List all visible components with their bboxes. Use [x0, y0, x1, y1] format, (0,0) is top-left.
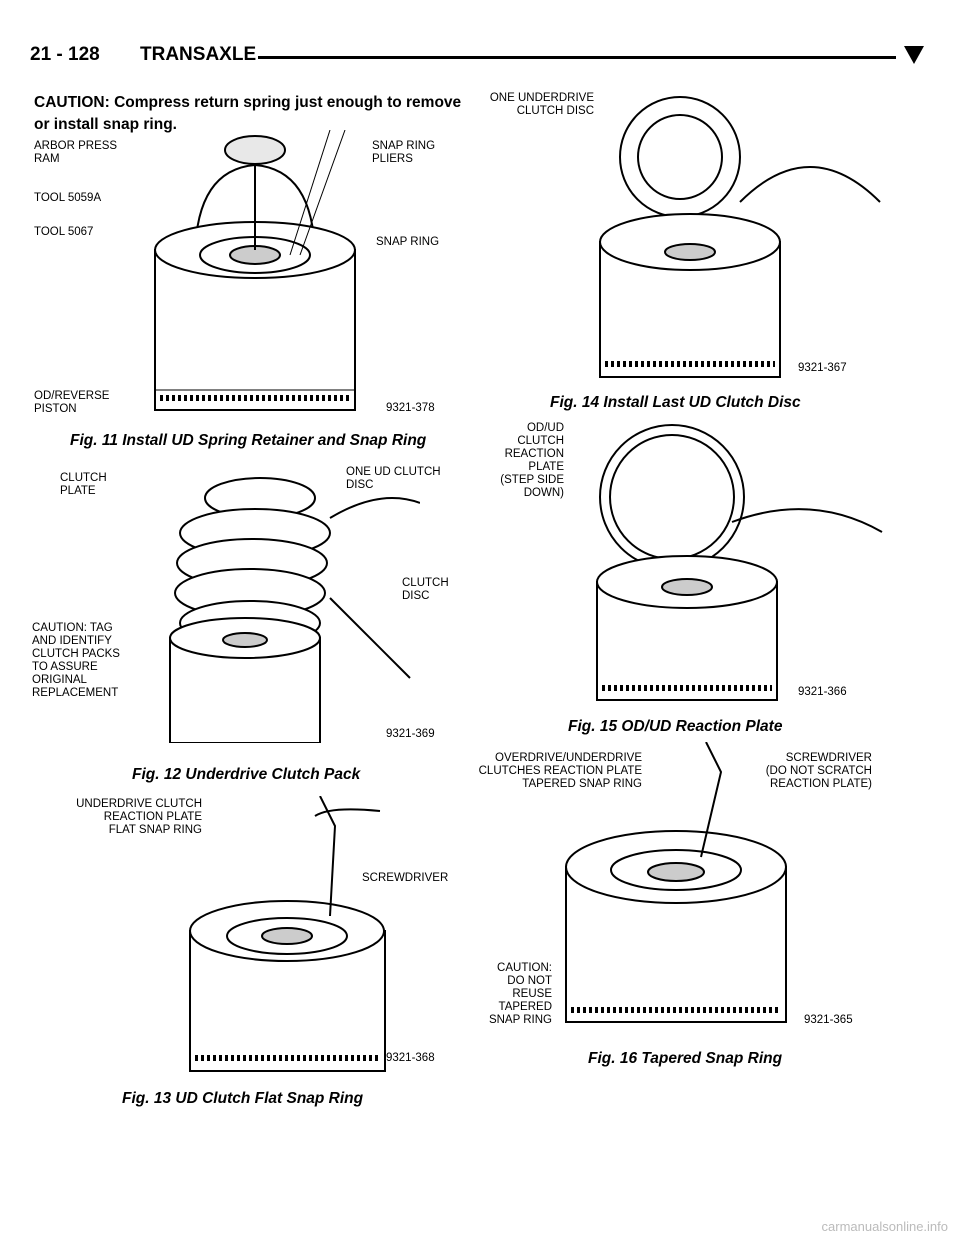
label-one-underdrive-disc: ONE UNDERDRIVE CLUTCH DISC: [489, 92, 594, 117]
label-od-ud-reaction-plate: OD/UD CLUTCH REACTION PLATE (STEP SIDE D…: [500, 422, 564, 499]
figure-12-caption: Fig. 12 Underdrive Clutch Pack: [132, 766, 361, 783]
figure-14-caption: Fig. 14 Install Last UD Clutch Disc: [550, 394, 801, 411]
label-arbor-ram: ARBOR PRESS RAM: [34, 140, 118, 165]
figure-code: 9321-365: [804, 1014, 853, 1026]
label-one-ud-clutch-disc: ONE UD CLUTCH DISC: [346, 466, 441, 491]
figure-code: 9321-366: [798, 686, 847, 698]
label-clutch-disc: CLUTCH DISC: [402, 577, 449, 602]
figure-16-caption: Fig. 16 Tapered Snap Ring: [588, 1050, 783, 1067]
page-number: 21 - 128: [30, 44, 100, 65]
section-title: TRANSAXLE: [140, 44, 257, 65]
figure-code: 9321-378: [386, 402, 435, 414]
figure-code: 9321-368: [386, 1052, 435, 1064]
label-snap-ring: SNAP RING: [376, 236, 440, 248]
label-flat-snap-ring: UNDERDRIVE CLUTCH REACTION PLATE FLAT SN…: [76, 798, 202, 836]
label-tapered-snap-ring: OVERDRIVE/UNDERDRIVE CLUTCHES REACTION P…: [478, 752, 642, 790]
figure-13-illustration: [180, 796, 400, 1078]
triangle-marker-icon: [904, 46, 924, 64]
label-screwdriver-no-scratch: SCREWDRIVER (DO NOT SCRATCH REACTION PLA…: [765, 752, 872, 790]
watermark: carmanualsonline.info: [821, 1219, 948, 1234]
figure-12-illustration: [160, 468, 420, 743]
caution-note: CAUTION: Compress return spring just eno…: [34, 94, 462, 133]
figure-13-caption: Fig. 13 UD Clutch Flat Snap Ring: [122, 1090, 364, 1107]
figure-15-illustration: [592, 422, 892, 702]
label-caution-reuse: CAUTION: DO NOT REUSE TAPERED SNAP RING: [488, 962, 552, 1026]
header-rule: [258, 56, 896, 59]
label-snap-ring-pliers: SNAP RING PLIERS: [372, 140, 436, 165]
label-od-reverse-piston: OD/REVERSE PISTON: [34, 390, 110, 415]
figure-11-illustration: [140, 130, 370, 425]
figure-code: 9321-369: [386, 728, 435, 740]
page-header: 21 - 128 TRANSAXLE: [30, 38, 930, 68]
label-tool-5059a: TOOL 5059A: [34, 192, 102, 204]
label-caution-tag: CAUTION: TAG AND IDENTIFY CLUTCH PACKS T…: [32, 622, 120, 699]
figure-14-illustration: [590, 92, 890, 382]
label-screwdriver: SCREWDRIVER: [362, 872, 449, 884]
figure-code: 9321-367: [798, 362, 847, 374]
figure-15-caption: Fig. 15 OD/UD Reaction Plate: [568, 718, 783, 735]
figure-11-caption: Fig. 11 Install UD Spring Retainer and S…: [70, 432, 427, 449]
label-tool-5067: TOOL 5067: [34, 226, 94, 238]
figure-16-illustration: [556, 742, 816, 1032]
label-clutch-plate: CLUTCH PLATE: [60, 472, 107, 497]
